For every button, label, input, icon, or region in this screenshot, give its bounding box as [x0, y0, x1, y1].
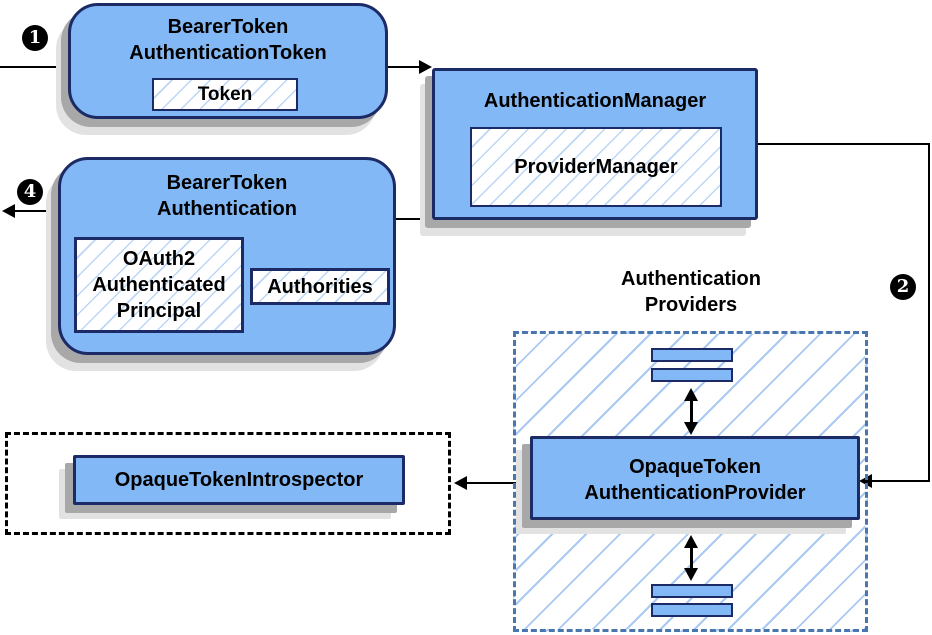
heading-line: Providers	[644, 294, 738, 316]
double-arrow-connector	[683, 388, 699, 435]
node-title-line: OpaqueToken	[629, 456, 761, 478]
step-4-badge: 4	[17, 179, 43, 205]
inner-box-label-line: Principal	[116, 300, 202, 322]
provider-placeholder-bar	[651, 368, 733, 382]
node-opaque-token-introspector: OpaqueTokenIntrospector	[73, 455, 405, 505]
provider-placeholder-bar	[651, 603, 733, 617]
node-title-line: AuthenticationProvider	[584, 482, 806, 504]
arrowhead-up-icon	[684, 388, 698, 401]
heading-line: Authentication	[621, 268, 761, 290]
flow-line-down-right-edge	[928, 143, 930, 482]
flow-line-manager-right	[758, 143, 930, 145]
inner-box-oauth2-authenticated-principal: OAuth2 Authenticated Principal	[74, 237, 244, 333]
flow-line-authentication-out	[10, 210, 58, 212]
arrowhead-right-icon	[419, 60, 432, 74]
flow-line-into-token	[0, 66, 70, 68]
inner-box-label-line: Authenticated	[92, 274, 226, 296]
node-title: OpaqueTokenIntrospector	[114, 469, 364, 491]
node-bearer-token-authentication-token: BearerToken AuthenticationToken Token	[68, 3, 388, 119]
flow-line-manager-to-authentication	[396, 218, 434, 220]
arrowhead-up-icon	[684, 535, 698, 548]
node-authentication-manager: AuthenticationManager ProviderManager	[432, 68, 758, 220]
inner-box-authorities: Authorities	[250, 268, 390, 305]
inner-box-label: Token	[197, 83, 253, 105]
double-arrow-connector	[683, 535, 699, 581]
arrow-stem	[689, 401, 693, 422]
node-title-line: BearerToken	[167, 16, 289, 38]
arrowhead-left-icon	[454, 476, 467, 490]
node-title-line: AuthenticationToken	[129, 42, 327, 64]
provider-placeholder-bar	[651, 348, 733, 362]
provider-placeholder-bar	[651, 584, 733, 598]
flow-line-token-to-manager	[387, 66, 421, 68]
inner-box-provider-manager: ProviderManager	[470, 127, 722, 207]
node-opaque-token-authentication-provider: OpaqueToken AuthenticationProvider	[530, 436, 860, 520]
node-bearer-token-authentication: BearerToken Authentication OAuth2 Authen…	[58, 157, 396, 355]
inner-box-label: Authorities	[267, 275, 373, 298]
step-1-badge: 1	[22, 25, 48, 51]
authentication-providers-heading: Authentication Providers	[560, 266, 822, 318]
node-title-line: Authentication	[157, 198, 297, 220]
flow-line-into-provider	[872, 480, 930, 482]
arrowhead-left-icon	[2, 204, 15, 218]
node-title: AuthenticationManager	[483, 90, 707, 112]
step-2-badge: 2	[890, 274, 916, 300]
inner-box-token: Token	[152, 78, 298, 111]
arrowhead-down-icon	[684, 422, 698, 435]
arrowhead-down-icon	[684, 568, 698, 581]
inner-box-label-line: OAuth2	[122, 248, 196, 270]
inner-box-label: ProviderManager	[514, 156, 678, 178]
arrow-stem	[689, 548, 693, 568]
node-title-line: BearerToken	[166, 172, 288, 194]
flow-line-provider-to-introspector	[466, 482, 534, 484]
